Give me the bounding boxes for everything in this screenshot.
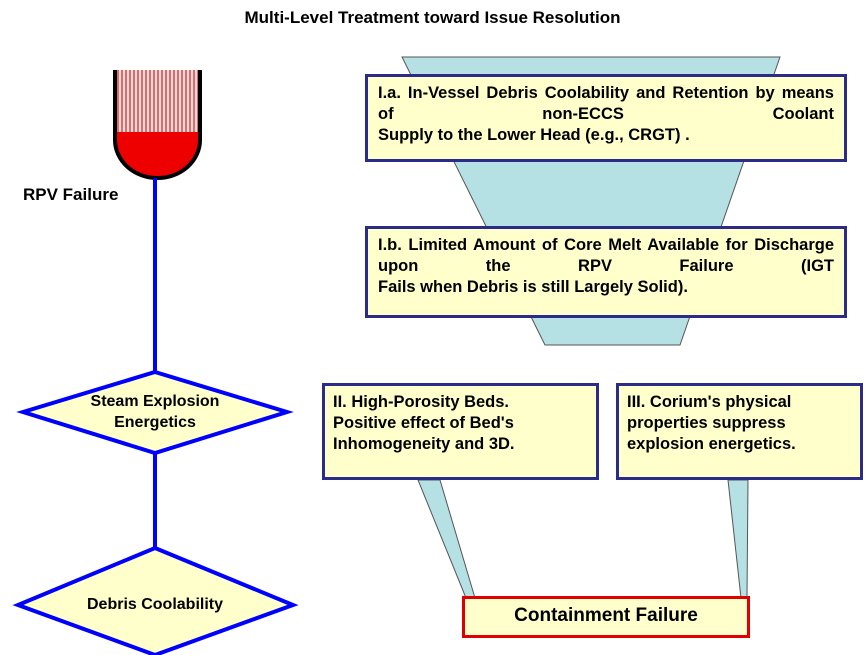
box-ii-line-1: II. High-Porosity Beds.: [333, 393, 510, 411]
box-ib-line-1: I.b. Limited Amount of Core Melt Availab…: [378, 236, 720, 254]
box-iii-line-3: explosion energetics.: [627, 435, 796, 453]
box-ia-line-3: Supply to the Lower Head (e.g., CRGT) .: [378, 126, 690, 144]
box-ia-line-1: I.a. In-Vessel Debris Coolability and: [378, 84, 666, 102]
box-ib-line-3: Fails when Debris is still Largely Solid…: [378, 278, 688, 296]
diamond-steam-line-1: Steam Explosion: [90, 393, 220, 410]
decision-diamond-debris-coolability: [12, 545, 299, 655]
box-ii-high-porosity-beds: II. High-Porosity Beds. Positive effect …: [322, 383, 599, 480]
box-ib-line-2: for Discharge upon the RPV Failure (IGT: [378, 236, 834, 275]
box-ii-line-2: Positive effect of Bed's: [333, 414, 514, 432]
box-ia-in-vessel-coolability: I.a. In-Vessel Debris Coolability and Re…: [365, 74, 847, 162]
box-iii-line-1: III. Corium's physical: [627, 393, 792, 411]
funnel-right-leg: [727, 479, 749, 599]
box-ib-limited-core-melt: I.b. Limited Amount of Core Melt Availab…: [365, 226, 847, 318]
diamond-debris-coolability-text: Debris Coolability: [86, 596, 224, 613]
funnel-left-leg: [417, 479, 476, 599]
decision-diamond-steam-explosion: [16, 369, 294, 456]
diagram-title: Multi-Level Treatment toward Issue Resol…: [244, 8, 621, 27]
containment-failure-box: Containment Failure: [462, 596, 750, 638]
box-iii-corium-properties: III. Corium's physical properties suppre…: [616, 383, 863, 480]
vessel-melt-pool: [115, 132, 200, 179]
rpv-failure-label: RPV Failure: [23, 185, 119, 204]
box-iii-line-2: properties suppress: [627, 414, 786, 432]
box-ia-line-2: Retention by means of non-ECCS Coolant: [378, 84, 834, 123]
vessel-hatch: [117, 70, 199, 132]
vessel-wall: [113, 70, 202, 180]
diamond-steam-line-2: Energetics: [114, 414, 196, 431]
box-ii-line-3: Inhomogeneity and 3D.: [333, 435, 515, 453]
diamond-steam-explosion-text: Steam Explosion Energetics: [40, 391, 270, 433]
